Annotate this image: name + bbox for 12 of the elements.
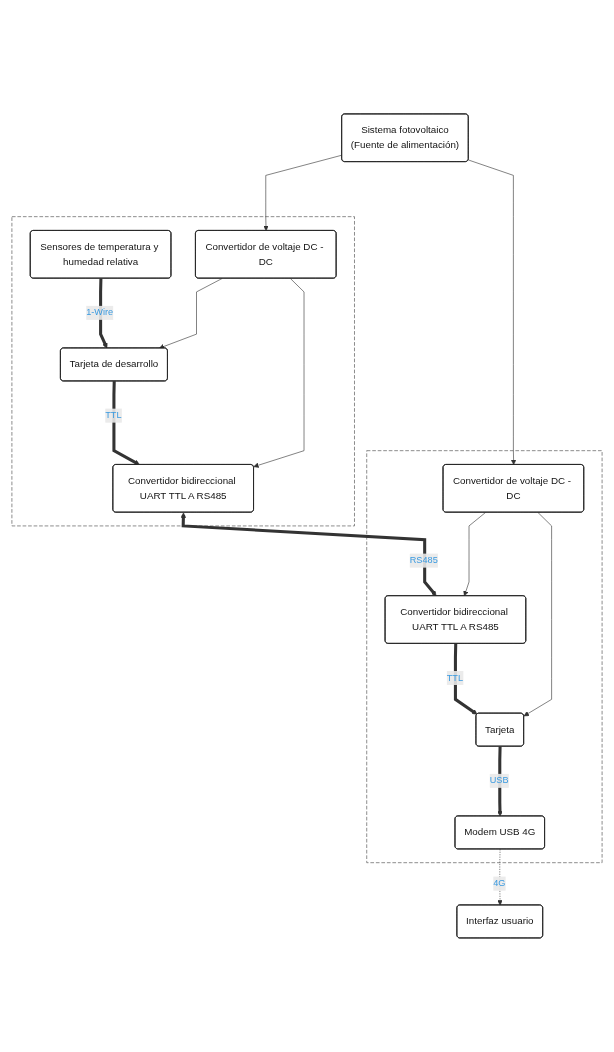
edge-label: RS485	[409, 554, 438, 566]
edge-label: TTL	[446, 672, 464, 683]
cluster	[11, 216, 355, 527]
arrow	[180, 512, 437, 597]
arrow	[453, 643, 478, 715]
arrow	[497, 746, 503, 817]
edge-label: TTL	[105, 409, 122, 421]
edge-label: USB	[489, 774, 509, 786]
arrow	[112, 381, 140, 466]
edge-label: 4G	[493, 877, 506, 889]
cluster	[366, 450, 603, 864]
edge-label: 1-Wire	[86, 306, 114, 318]
